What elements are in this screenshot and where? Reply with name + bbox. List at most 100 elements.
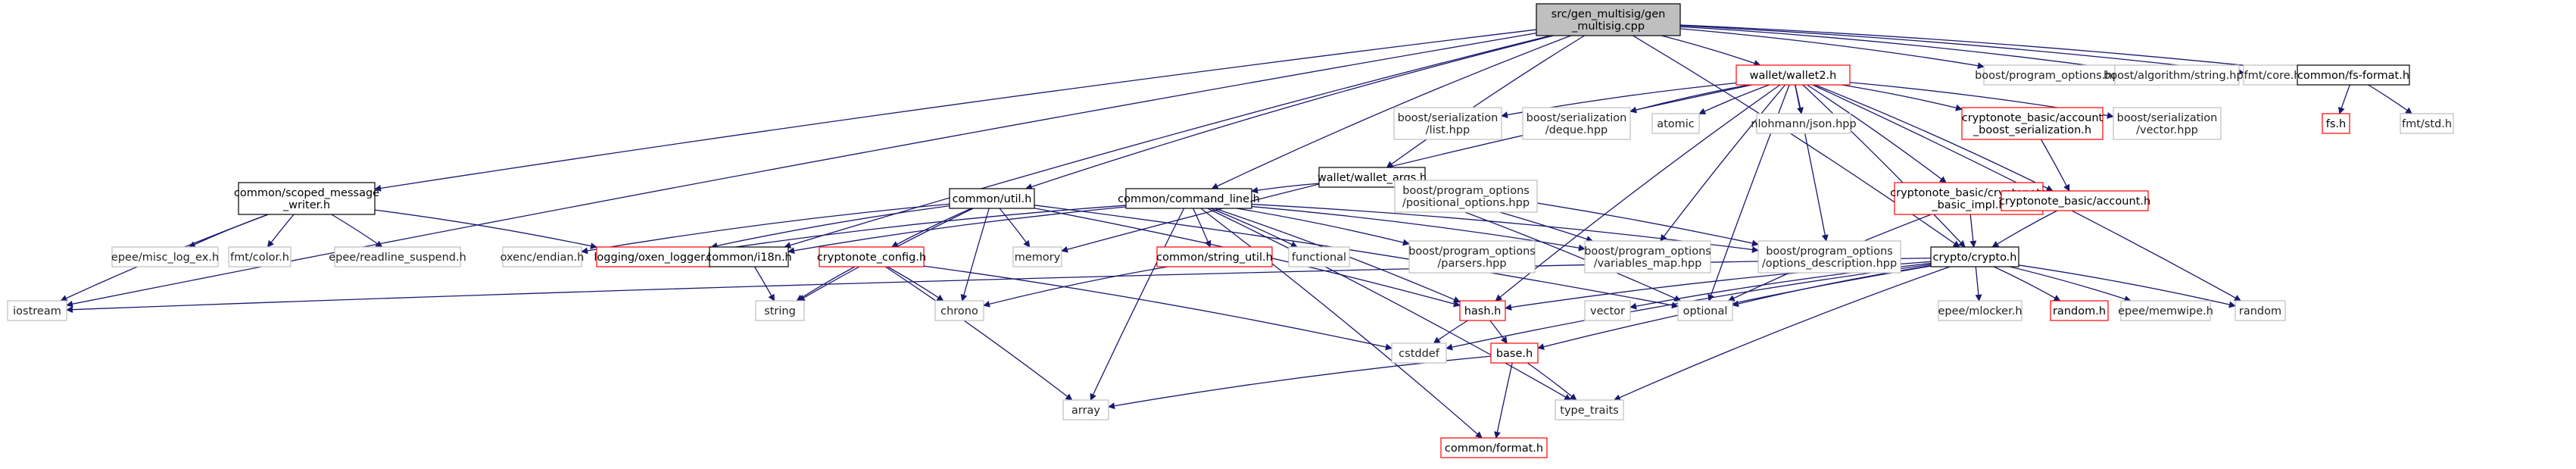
edge-cmd_line-to-common_format: [1200, 208, 1483, 439]
node-optional[interactable]: optional: [1677, 300, 1733, 321]
node-base_h[interactable]: base.h: [1490, 342, 1539, 364]
node-fs_h-label-line-0: fs.h: [2326, 118, 2346, 130]
node-fmt_std[interactable]: fmt/std.h: [2400, 113, 2454, 134]
node-string[interactable]: string: [755, 300, 805, 321]
node-oxenc_endian-box: [502, 246, 582, 267]
node-oxen_logger-label-line-0: logging/oxen_logger.h: [594, 252, 714, 264]
node-fs_format[interactable]: common/fs-format.h: [2297, 64, 2410, 86]
node-epee_misc[interactable]: epee/misc_log_ex.h: [111, 246, 219, 267]
node-fmt_color-label-line-0: fmt/color.h: [230, 252, 289, 264]
node-array[interactable]: array: [1062, 399, 1109, 421]
node-bser_deque-label-line-0: boost/serialization: [1527, 112, 1627, 124]
edge-root-to-cmd_line: [1211, 35, 1571, 189]
node-bser_deque[interactable]: boost/serialization/deque.hpp: [1522, 107, 1631, 140]
node-util_h[interactable]: common/util.h: [949, 188, 1035, 209]
node-iostream[interactable]: iostream: [7, 300, 67, 321]
dependency-edges: [60, 24, 2413, 439]
edge-scoped_msg-to-epee_readline: [331, 214, 383, 248]
node-bser_vector-label-line-0: boost/serialization: [2117, 112, 2218, 124]
node-vector[interactable]: vector: [1584, 300, 1631, 321]
edge-wallet2-to-acct_boost_ser: [1842, 84, 1963, 111]
node-epee_memwipe[interactable]: epee/memwipe.h: [2118, 300, 2213, 321]
node-cn_account[interactable]: cryptonote_basic/account.h: [1999, 190, 2150, 211]
node-optional-label-line-0: optional: [1683, 305, 1728, 317]
node-cn_account-box: [2001, 190, 2149, 211]
node-functional-label-line-0: functional: [1292, 252, 1346, 264]
node-bpo_positional-label-line-1: /positional_options.hpp: [1402, 197, 1530, 209]
node-balgo_str[interactable]: boost/algorithm/string.hpp: [2104, 64, 2250, 86]
node-i18n[interactable]: common/i18n.h: [706, 246, 792, 267]
node-cmd_line[interactable]: common/command_line.h: [1118, 188, 1260, 209]
edge-crypto_h-to-random: [2018, 264, 2236, 308]
node-bser_list[interactable]: boost/serialization/list.hpp: [1393, 107, 1502, 140]
node-wallet2[interactable]: wallet/wallet2.h: [1736, 64, 1851, 86]
node-fmt_std-label-line-0: fmt/std.h: [2402, 118, 2452, 130]
node-root-box: [1536, 3, 1681, 36]
node-bser_vector[interactable]: boost/serialization/vector.hpp: [2113, 107, 2222, 140]
node-root[interactable]: src/gen_multisig/gen_multisig.cpp: [1536, 3, 1681, 36]
node-bpo_varmap[interactable]: boost/program_options/variables_map.hpp: [1584, 240, 1711, 274]
node-random[interactable]: random: [2235, 300, 2286, 321]
node-epee_readline[interactable]: epee/readline_suspend.h: [329, 246, 466, 267]
node-chrono-box: [934, 300, 984, 321]
node-epee_mlocker[interactable]: epee/mlocker.h: [1938, 300, 2022, 321]
node-bpo_parsers[interactable]: boost/program_options/parsers.hpp: [1408, 240, 1536, 274]
node-fs_format-label-line-0: common/fs-format.h: [2297, 70, 2409, 82]
node-common_format-box: [1440, 437, 1548, 458]
node-bpo_optdesc-box: [1757, 240, 1901, 274]
node-scoped_msg[interactable]: common/scoped_message_writer.h: [234, 182, 379, 215]
node-cn_config-label-line-0: cryptonote_config.h: [817, 252, 926, 264]
node-util_h-box: [949, 188, 1035, 209]
edge-wallet2-to-cn_account: [1814, 84, 2054, 192]
node-vector-label-line-0: vector: [1590, 305, 1625, 317]
node-fmt_core-label-line-0: fmt/core.h: [2244, 70, 2300, 82]
edge-crypto_h-to-epee_memwipe: [2009, 266, 2132, 302]
edge-root-to-wallet_args: [1386, 35, 1585, 168]
node-cstddef[interactable]: cstddef: [1391, 342, 1447, 364]
node-acct_boost_ser[interactable]: cryptonote_basic/account_boost_serializa…: [1961, 107, 2104, 140]
node-iostream-label-line-0: iostream: [13, 305, 61, 317]
node-memory[interactable]: memory: [1012, 246, 1062, 267]
node-acct_boost_ser-label-line-1: _boost_serialization.h: [1973, 124, 2091, 136]
node-cn_config[interactable]: cryptonote_config.h: [817, 246, 926, 267]
node-bpo_hpp[interactable]: boost/program_options.hpp: [1975, 64, 2126, 86]
node-oxenc_endian[interactable]: oxenc/endian.h: [501, 246, 585, 267]
node-hash_h[interactable]: hash.h: [1459, 300, 1506, 321]
node-cn_account-label-line-0: cryptonote_basic/account.h: [1999, 195, 2150, 208]
edge-cmd_line-to-array: [1090, 208, 1185, 401]
node-fmt_color[interactable]: fmt/color.h: [228, 246, 292, 267]
node-type_traits[interactable]: type_traits: [1555, 399, 1624, 421]
node-fs_h[interactable]: fs.h: [2322, 113, 2350, 134]
edge-cmd_line-to-oxen_logger: [711, 205, 1127, 253]
node-nlohmann[interactable]: nlohmann/json.hpp: [1751, 113, 1857, 134]
node-random_h[interactable]: random.h: [2050, 300, 2109, 321]
edge-scoped_msg-to-fmt_color: [267, 214, 295, 248]
node-bpo_optdesc-label-line-1: /options_description.hpp: [1762, 258, 1897, 270]
node-chrono[interactable]: chrono: [934, 300, 984, 321]
edge-cmd_line-to-functional: [1210, 208, 1298, 248]
node-string_util[interactable]: common/string_util.h: [1156, 246, 1273, 267]
node-functional[interactable]: functional: [1288, 246, 1350, 267]
edge-root-to-util_h: [1024, 35, 1554, 190]
file-nodes: src/gen_multisig/gen_multisig.cpp wallet/…: [7, 3, 2454, 458]
node-oxen_logger[interactable]: logging/oxen_logger.h: [594, 246, 715, 267]
node-acct_boost_ser-label-line-0: cryptonote_basic/account: [1962, 112, 2104, 124]
node-base_h-box: [1490, 342, 1539, 364]
node-fmt_core[interactable]: fmt/core.h: [2243, 64, 2302, 86]
edge-wallet2-to-optional: [1707, 84, 1790, 302]
node-bpo_optdesc[interactable]: boost/program_options/options_descriptio…: [1757, 240, 1901, 274]
node-fs_format-box: [2297, 64, 2410, 86]
edge-util_h-to-oxen_logger: [710, 205, 950, 249]
node-nlohmann-box: [1756, 113, 1851, 134]
edge-cn_account-to-crypto_h: [1991, 210, 2058, 248]
edge-wallet2-to-atomic: [1698, 84, 1770, 114]
node-cmd_line-label-line-0: common/command_line.h: [1118, 193, 1260, 205]
node-atomic[interactable]: atomic: [1651, 113, 1700, 134]
node-chrono-label-line-0: chrono: [940, 305, 978, 317]
node-bpo_positional[interactable]: boost/program_options/positional_options…: [1394, 180, 1538, 213]
node-cmd_line-box: [1125, 188, 1252, 209]
node-crypto_h[interactable]: crypto/crypto.h: [1930, 246, 2019, 267]
node-common_format[interactable]: common/format.h: [1440, 437, 1548, 458]
node-bpo_parsers-label-line-0: boost/program_options: [1408, 245, 1536, 258]
node-bser_deque-label-line-1: /deque.hpp: [1545, 124, 1608, 136]
